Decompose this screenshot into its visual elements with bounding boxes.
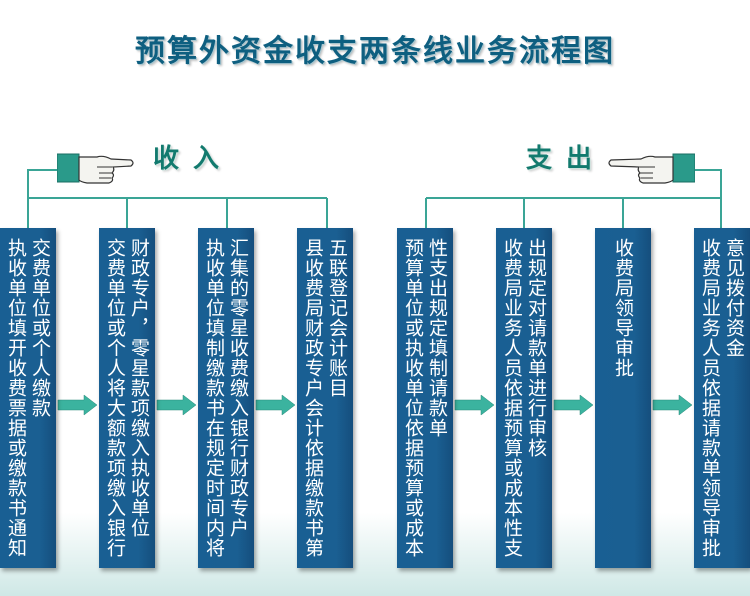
expense-label: 支出 (526, 144, 607, 174)
step-text-line: 性支出规定填制请款单 (426, 238, 448, 438)
expense-step-2: 出规定对请款单进行审核 收费局业务人员依据预算或成本性支 (496, 228, 552, 568)
right-arrow-icon (156, 394, 197, 416)
income-label: 收入 (153, 144, 234, 174)
step-text-line: 汇集的零星收费缴入银行财政专户 (227, 238, 249, 538)
pointing-hand-icon (57, 153, 134, 184)
step-text-line: 收费局业务人员依据请款单领导审批 (699, 238, 721, 558)
page-title: 预算外资金收支两条线业务流程图 (135, 34, 615, 69)
step-text-line: 交费单位或个人将大额款项缴入银行 (104, 238, 126, 558)
income-step-2: 财政专户，零星款项缴入执收单位 交费单位或个人将大额款项缴入银行 (99, 228, 155, 568)
step-text-line: 收费局领导审批 (612, 238, 634, 378)
right-arrow-icon (57, 394, 98, 416)
expense-step-1: 性支出规定填制请款单 预算单位或执收单位依据预算或成本 (397, 228, 453, 568)
right-arrow-icon (553, 394, 594, 416)
income-step-3: 汇集的零星收费缴入银行财政专户 执收单位填制缴款书在规定时间内将 (198, 228, 254, 568)
step-text-line: 出规定对请款单进行审核 (525, 238, 547, 458)
step-text-line: 财政专户，零星款项缴入执收单位 (128, 238, 150, 538)
expense-step-3: 收费局领导审批 (595, 228, 651, 568)
step-text-line: 执收单位填制缴款书在规定时间内将 (203, 238, 225, 558)
right-arrow-icon (454, 394, 495, 416)
step-text-line: 县收费局财政专户会计依据缴款书第 (302, 238, 324, 558)
step-text-line: 意见拨付资金 (723, 238, 745, 358)
right-arrow-icon (255, 394, 296, 416)
right-arrow-icon (652, 394, 693, 416)
step-text-line: 预算单位或执收单位依据预算或成本 (402, 238, 424, 558)
step-text-line: 执收单位填开收费票据或缴款书通知 (5, 238, 27, 558)
pointing-hand-icon (608, 153, 695, 184)
step-text-line: 五联登记会计账目 (326, 238, 348, 398)
income-step-1: 交费单位或个人缴款 执收单位填开收费票据或缴款书通知 (0, 228, 56, 568)
expense-step-4: 意见拨付资金 收费局业务人员依据请款单领导审批 (694, 228, 750, 568)
income-step-4: 五联登记会计账目 县收费局财政专户会计依据缴款书第 (297, 228, 353, 568)
step-text-line: 收费局业务人员依据预算或成本性支 (501, 238, 523, 558)
step-text-line: 交费单位或个人缴款 (29, 238, 51, 418)
